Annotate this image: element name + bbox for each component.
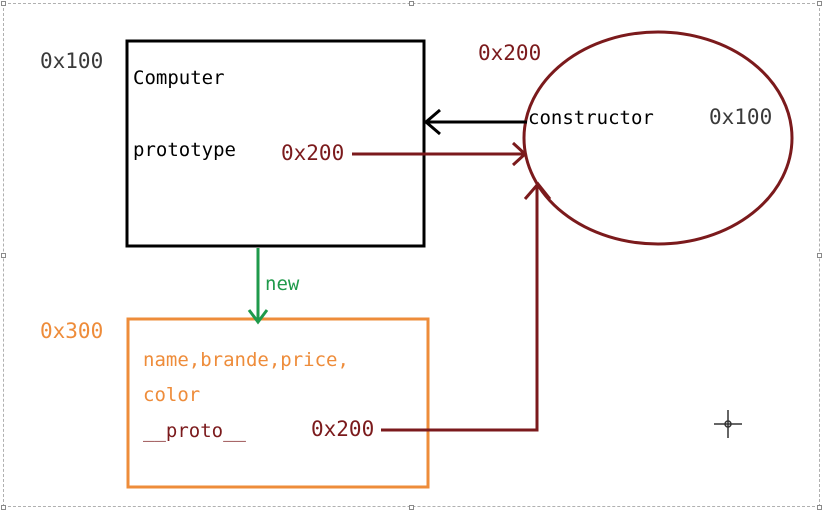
constructor-arrow — [423, 108, 527, 136]
proto-arrow — [381, 181, 552, 432]
resize-handle-bottom-left[interactable] — [1, 505, 6, 510]
resize-handle-right[interactable] — [817, 253, 822, 258]
crosshair-cursor-icon — [714, 410, 742, 438]
resize-handle-top-left[interactable] — [1, 1, 6, 6]
new-label: new — [265, 273, 300, 295]
resize-handle-left[interactable] — [1, 253, 6, 258]
resize-handle-top-right[interactable] — [817, 1, 822, 6]
resize-handle-top[interactable] — [409, 1, 414, 6]
computer-name-label: Computer — [133, 67, 225, 89]
constructor-value: 0x100 — [709, 105, 773, 129]
instance-props-line2: color — [143, 384, 201, 406]
prototype-object-address: 0x200 — [478, 41, 542, 65]
prototype-arrow — [352, 141, 528, 167]
resize-handle-bottom-right[interactable] — [817, 505, 822, 510]
resize-handle-bottom[interactable] — [409, 505, 414, 510]
computer-box — [125, 39, 426, 248]
constructor-label: constructor — [528, 107, 654, 129]
prototype-value: 0x200 — [281, 141, 345, 165]
instance-props-line1: name,brande,price, — [143, 349, 349, 371]
prototype-ellipse — [522, 30, 794, 246]
proto-value: 0x200 — [311, 417, 375, 441]
proto-label: __proto__ — [143, 420, 246, 442]
computer-address: 0x100 — [40, 49, 104, 73]
new-arrow — [247, 248, 269, 325]
instance-box — [126, 317, 430, 489]
prototype-label: prototype — [133, 139, 236, 161]
instance-address: 0x300 — [40, 319, 104, 343]
